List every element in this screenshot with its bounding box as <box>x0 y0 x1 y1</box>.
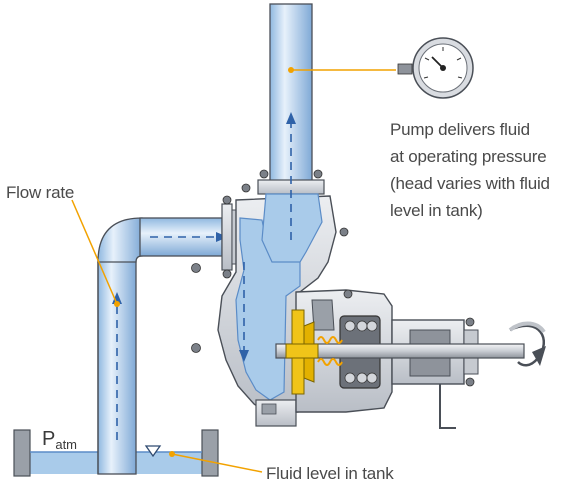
pump-delivery-label: Pump delivers fluid at operating pressur… <box>390 116 565 224</box>
pressure-gauge-icon <box>397 37 474 99</box>
suction-pipe <box>97 217 228 475</box>
flow-arrow-down-icon <box>239 350 249 362</box>
tank-wall-left <box>13 429 31 477</box>
impeller <box>285 309 319 395</box>
pump-delivery-line-1: Pump delivers fluid <box>390 120 530 139</box>
fluid-level-label: Fluid level in tank <box>266 464 394 483</box>
patm-main: P <box>42 428 56 450</box>
flow-arrow-up-icon <box>286 112 296 124</box>
flow-rate-label: Flow rate <box>6 183 75 202</box>
pump-shaft <box>275 343 525 359</box>
tank-wall-right <box>201 429 219 477</box>
rotation-arrow-icon <box>508 321 546 367</box>
level-triangle-icon <box>144 445 162 458</box>
pump-delivery-line-4: level in tank) <box>390 201 483 220</box>
patm-subscript: atm <box>55 437 78 452</box>
atmospheric-pressure-label: Patm <box>42 428 77 452</box>
flow-arrow-up-icon <box>112 292 122 304</box>
bearing-housing <box>275 289 525 429</box>
pump-delivery-line-2: at operating pressure <box>390 147 547 166</box>
discharge-pipe <box>257 3 325 263</box>
leader-lines <box>71 69 396 473</box>
pump-delivery-line-3: (head varies with fluid <box>390 174 550 193</box>
